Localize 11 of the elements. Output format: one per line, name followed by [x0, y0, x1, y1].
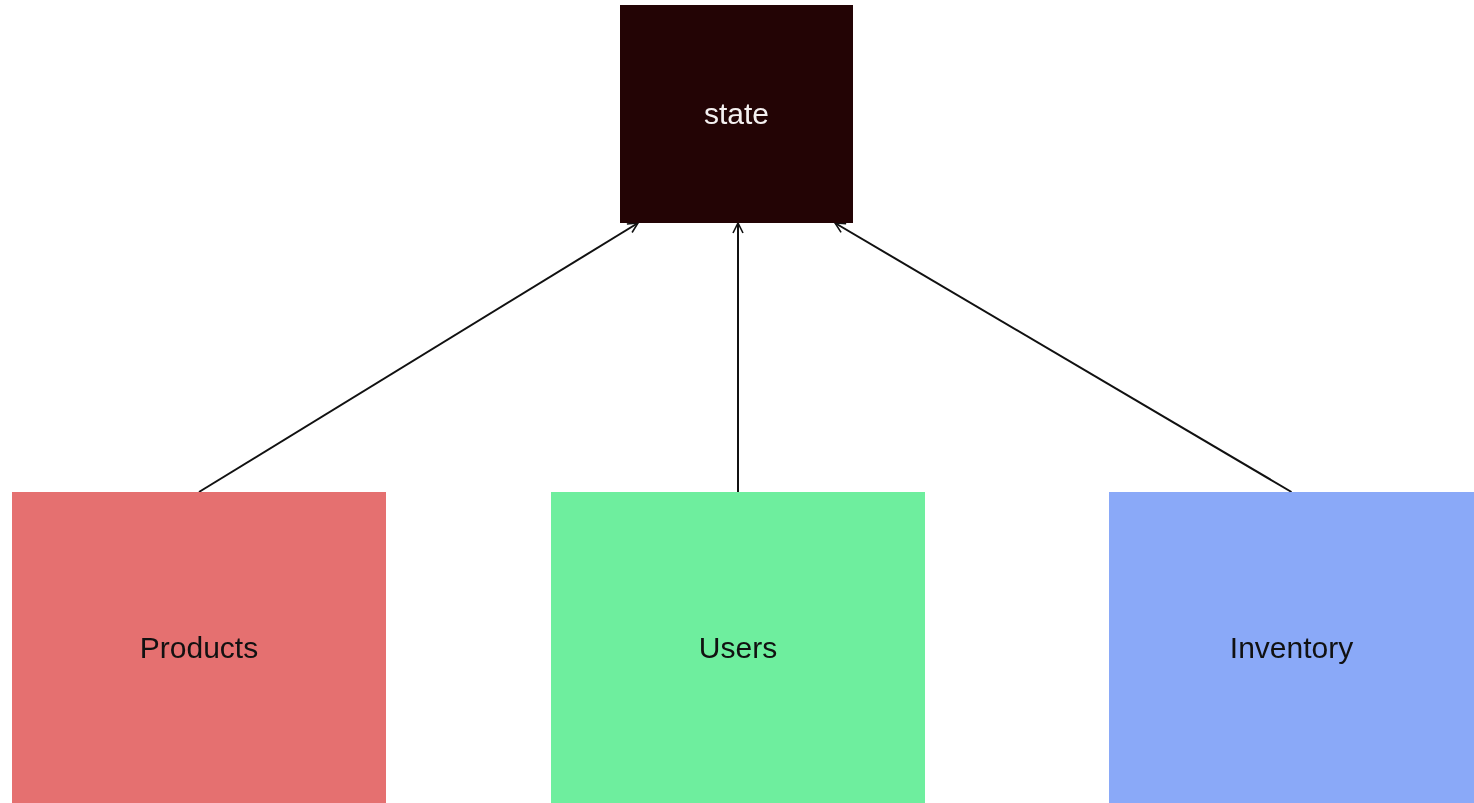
process-box — [620, 5, 853, 223]
box-label: Inventory — [1229, 630, 1354, 665]
process-box — [12, 492, 386, 803]
box-label: state — [703, 97, 769, 131]
box-label: Products — [139, 630, 259, 665]
box-label: Users — [698, 630, 778, 665]
arrow — [732, 222, 744, 493]
process-box — [1109, 492, 1474, 803]
arrow — [834, 222, 1293, 493]
arrow — [198, 222, 639, 493]
process-box — [551, 492, 925, 803]
